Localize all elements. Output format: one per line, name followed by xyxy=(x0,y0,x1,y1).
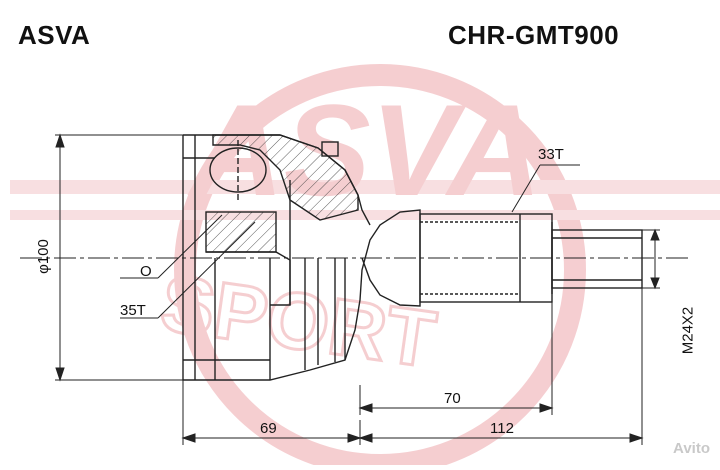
diameter-dimension: φ100 xyxy=(34,239,52,274)
brand-label: ASVA xyxy=(18,20,91,50)
joint-housing xyxy=(182,134,421,381)
avito-watermark: Avito xyxy=(673,440,710,457)
shaft-length-dimension: 70 xyxy=(444,390,461,407)
stub-shaft xyxy=(419,213,643,303)
spline-inner-label: 35T xyxy=(120,302,146,319)
ring-label: O xyxy=(140,263,152,280)
spline-outer-label: 33T xyxy=(538,146,564,163)
dimension-lines xyxy=(55,133,660,445)
total-length-dimension: 112 xyxy=(490,420,514,437)
thread-dimension: M24X2 xyxy=(679,306,697,355)
part-number-label: CHR-GMT900 xyxy=(448,20,620,50)
body-length-dimension: 69 xyxy=(260,420,277,437)
svg-text:ASVA: ASVA xyxy=(187,77,542,223)
